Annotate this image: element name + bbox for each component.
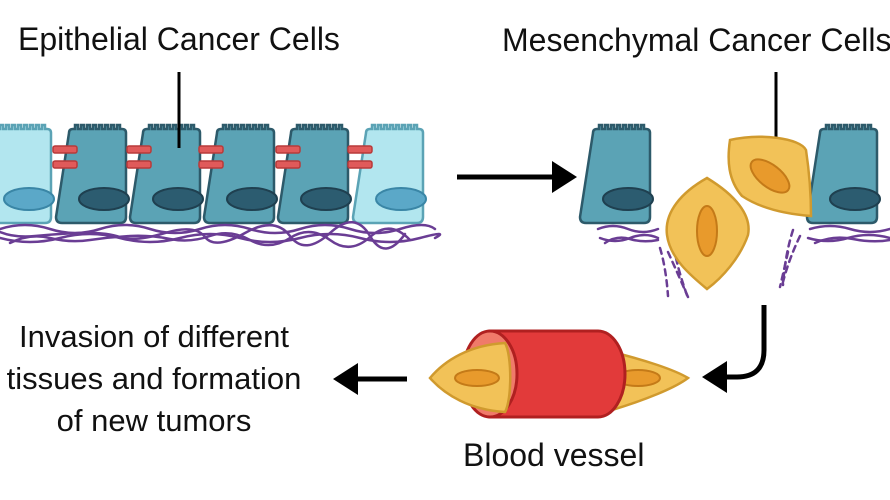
arrow-left-icon <box>333 363 407 395</box>
epithelial-cell-layer <box>0 123 428 225</box>
epithelial-cell <box>202 123 279 225</box>
extracellular-matrix <box>0 221 442 250</box>
extracellular-matrix-right <box>596 224 890 245</box>
invasion-label-line: tissues and formation <box>6 361 302 396</box>
curved-arrow-icon <box>702 305 767 393</box>
epithelial-cell <box>54 123 131 225</box>
mesenchymal-cell <box>665 176 750 291</box>
blood-vessel-label: Blood vessel <box>463 437 645 473</box>
epithelial-cell <box>276 123 353 225</box>
invasion-label: Invasion of different tissues and format… <box>0 316 308 442</box>
epithelial-cell <box>351 123 428 225</box>
invasion-label-line: Invasion of different <box>19 319 289 354</box>
epithelial-cell <box>128 123 205 225</box>
mesenchymal-label: Mesenchymal Cancer Cells <box>502 22 890 58</box>
epithelial-cell <box>578 123 655 225</box>
blood-vessel <box>428 329 691 419</box>
epithelial-cell <box>0 123 56 225</box>
epithelial-label: Epithelial Cancer Cells <box>18 21 340 57</box>
invasion-label-line: of new tumors <box>56 403 252 438</box>
broken-matrix <box>658 228 802 300</box>
mesenchymal-cell <box>727 135 813 218</box>
epithelial-cell <box>805 123 882 225</box>
arrow-right-icon <box>457 161 577 193</box>
